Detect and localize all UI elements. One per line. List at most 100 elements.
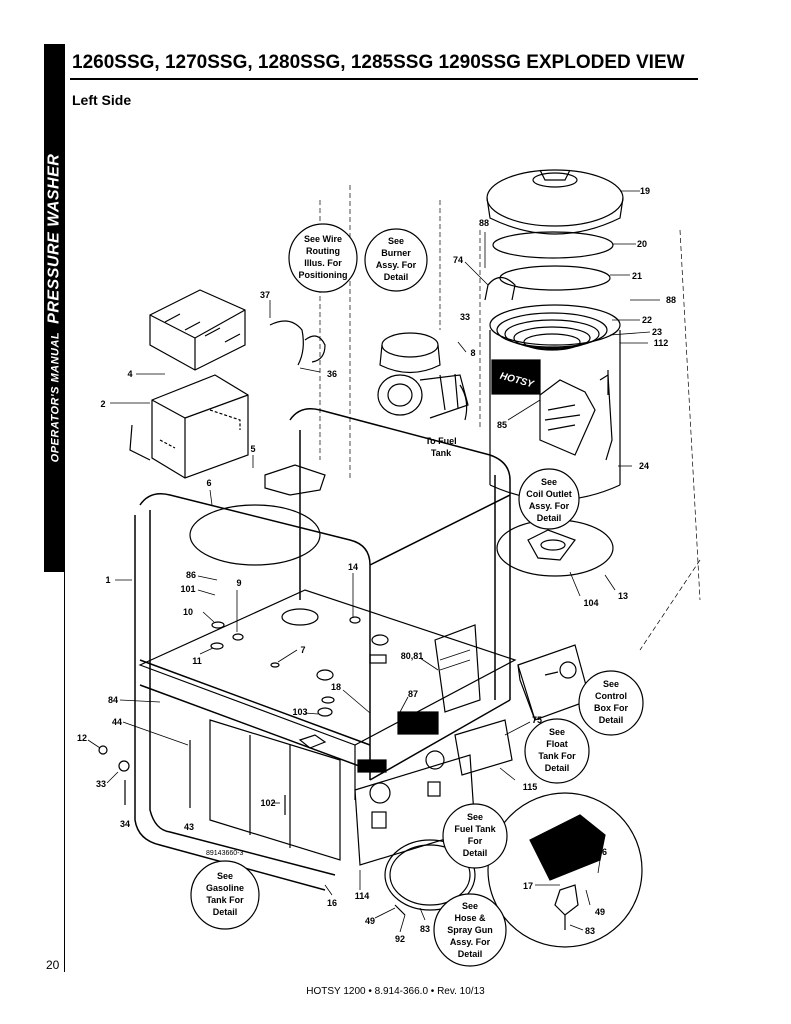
- bubble-circles: [190, 223, 644, 967]
- coil-body: [484, 276, 621, 501]
- callout-19: 19: [640, 186, 650, 196]
- callout-104: 104: [583, 598, 598, 608]
- svg-text:Gasoline: Gasoline: [206, 883, 244, 893]
- svg-text:To Fuel: To Fuel: [425, 436, 456, 446]
- svg-text:Detail: Detail: [458, 949, 483, 959]
- margin-rule: [64, 572, 65, 972]
- bubble-burner: See Burner Assy. For Detail: [376, 236, 417, 282]
- svg-text:Tank For: Tank For: [206, 895, 244, 905]
- callout-10: 10: [183, 607, 193, 617]
- svg-text:Routing: Routing: [306, 246, 340, 256]
- svg-text:Detail: Detail: [384, 272, 409, 282]
- callout-16: 16: [327, 898, 337, 908]
- svg-text:Detail: Detail: [463, 848, 488, 858]
- svg-text:Detail: Detail: [599, 715, 624, 725]
- callout-33-a: 33: [460, 312, 470, 322]
- callout-92: 92: [395, 934, 405, 944]
- callout-7: 7: [300, 645, 305, 655]
- svg-text:Float: Float: [546, 739, 568, 749]
- callout-4: 4: [127, 369, 132, 379]
- callout-84: 84: [108, 695, 118, 705]
- note-to-fuel-tank: To Fuel Tank: [425, 436, 456, 458]
- callout-103: 103: [292, 707, 307, 717]
- title-rule: [70, 78, 698, 80]
- svg-text:See: See: [549, 727, 565, 737]
- svg-text:See: See: [541, 477, 557, 487]
- battery-cable: [269, 320, 326, 366]
- callout-49-a: 49: [595, 907, 605, 917]
- coil-top-cap: [486, 169, 624, 235]
- callout-44: 44: [112, 717, 122, 727]
- coil-gasket: [492, 231, 614, 259]
- callout-5: 5: [250, 444, 255, 454]
- callout-87: 87: [408, 689, 418, 699]
- callout-96: 96: [597, 847, 607, 857]
- page-title: 1260SSG, 1270SSG, 1280SSG, 1285SSG 1290S…: [72, 52, 685, 73]
- svg-text:See: See: [388, 236, 404, 246]
- svg-text:Positioning: Positioning: [299, 270, 348, 280]
- callout-36: 36: [327, 369, 337, 379]
- callout-21: 21: [632, 271, 642, 281]
- svg-text:Assy. For: Assy. For: [529, 501, 570, 511]
- callout-1: 1: [105, 575, 110, 585]
- callout-37: 37: [260, 290, 270, 300]
- callout-43: 43: [184, 822, 194, 832]
- bubble-coil-outlet: See Coil Outlet Assy. For Detail: [526, 477, 572, 523]
- frame: [134, 408, 511, 891]
- callout-49-b: 49: [365, 916, 375, 926]
- svg-text:Detail: Detail: [213, 907, 238, 917]
- bubble-gasoline-tank: See Gasoline Tank For Detail: [206, 871, 244, 917]
- callout-85: 85: [497, 420, 507, 430]
- callout-33-b: 33: [96, 779, 106, 789]
- callout-75: 75: [532, 715, 542, 725]
- svg-text:Fuel Tank: Fuel Tank: [454, 824, 496, 834]
- svg-text:See: See: [603, 679, 619, 689]
- callout-115: 115: [523, 782, 538, 792]
- callout-34: 34: [120, 819, 130, 829]
- callout-24: 24: [639, 461, 649, 471]
- sidebar-band: [44, 44, 65, 572]
- callout-14: 14: [348, 562, 358, 572]
- bubble-fuel-tank: See Fuel Tank For Detail: [454, 812, 496, 858]
- figure-id: 89143660-3: [206, 850, 243, 857]
- callout-17: 17: [523, 881, 533, 891]
- callout-102: 102: [260, 798, 275, 808]
- panel: [434, 624, 481, 713]
- svg-text:See Wire: See Wire: [304, 234, 342, 244]
- svg-text:Control: Control: [595, 691, 627, 701]
- hose: [384, 839, 476, 916]
- float-tank: [454, 719, 513, 776]
- callout-13: 13: [618, 591, 628, 601]
- callout-83-a: 83: [585, 926, 595, 936]
- detail-circle: [487, 792, 643, 948]
- battery-box: [129, 374, 249, 479]
- bubble-wire-routing: See Wire Routing Illus. For Positioning: [299, 234, 348, 280]
- battery: [149, 289, 246, 371]
- warning-decal: [397, 711, 439, 735]
- deck-holes: [210, 608, 389, 749]
- callout-2: 2: [100, 399, 105, 409]
- callout-23: 23: [652, 327, 662, 337]
- gasoline-tank: [209, 719, 341, 861]
- svg-text:See: See: [217, 871, 233, 881]
- callout-114: 114: [355, 891, 370, 901]
- svg-text:Spray Gun: Spray Gun: [447, 925, 493, 935]
- callout-8: 8: [470, 348, 475, 358]
- page-number: 20: [46, 958, 60, 972]
- burner-assembly: [377, 332, 469, 421]
- bubble-hose-spray-gun: See Hose & Spray Gun Assy. For Detail: [447, 901, 493, 959]
- detail-inner: [529, 814, 606, 930]
- svg-text:Assy. For: Assy. For: [450, 937, 491, 947]
- page-footer: HOTSY 1200 • 8.914-366.0 • Rev. 10/13: [306, 986, 485, 997]
- base-plate: [138, 589, 517, 800]
- svg-text:Assy. For: Assy. For: [376, 260, 417, 270]
- svg-text:Coil Outlet: Coil Outlet: [526, 489, 572, 499]
- svg-text:Detail: Detail: [537, 513, 562, 523]
- callout-112: 112: [654, 338, 669, 348]
- callout-88-b: 88: [666, 295, 676, 305]
- svg-text:Hose &: Hose &: [454, 913, 486, 923]
- svg-text:Box For: Box For: [594, 703, 628, 713]
- svg-text:Detail: Detail: [545, 763, 570, 773]
- callout-74: 74: [453, 255, 463, 265]
